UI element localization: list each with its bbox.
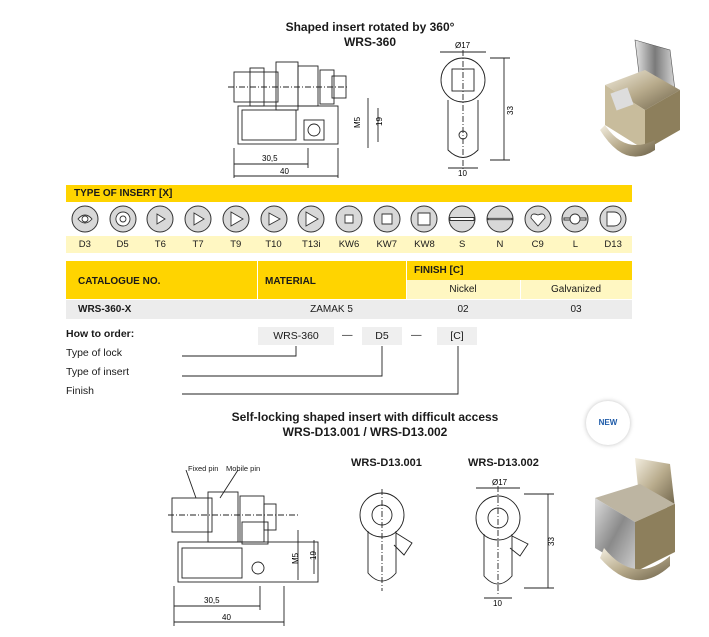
- bottom-side-view-drawing: 30,5 40 M5 19: [168, 470, 319, 626]
- fixed-pin-label: Fixed pin: [188, 464, 219, 473]
- front-view-001-drawing: [359, 489, 413, 591]
- material-col-header: MATERIAL: [265, 276, 316, 287]
- d5-profile-icon: [104, 204, 142, 234]
- t9-profile-icon: [217, 204, 255, 234]
- order-line-finish: Finish: [66, 385, 95, 397]
- bottom-product-photo: [595, 458, 675, 581]
- label-wrs-d13-001: WRS-D13.001: [351, 457, 422, 469]
- bottom-title-text: Self-locking shaped insert with difficul…: [231, 410, 499, 424]
- insert-code-c9: C9: [531, 239, 544, 250]
- top-dim-30-5: 30,5: [262, 154, 278, 163]
- bottom-title: Self-locking shaped insert with difficul…: [200, 410, 530, 440]
- catalogue-col-header: CATALOGUE NO.: [78, 276, 161, 287]
- how-to-order-title: How to order:: [66, 328, 135, 340]
- bottom-dim-19: 19: [309, 551, 318, 560]
- top-dim-33: 33: [506, 106, 515, 115]
- top-dim-17: Ø17: [455, 41, 471, 50]
- finish-nickel-label: Nickel: [449, 284, 477, 295]
- kw8-profile-icon: [406, 204, 444, 234]
- new-badge: NEW: [586, 401, 630, 445]
- order-code-finish: [C]: [437, 327, 477, 345]
- l-profile-icon: [557, 204, 595, 234]
- divider: [406, 261, 407, 319]
- insert-code-kw7: KW7: [376, 239, 398, 250]
- front-view-002-drawing: Ø17 33 10: [475, 478, 556, 606]
- kw6-profile-icon: [330, 204, 368, 234]
- insert-code-kw6: KW6: [338, 239, 360, 250]
- insert-type-header: TYPE OF INSERT [X]: [66, 185, 632, 202]
- insert-code-s: S: [459, 239, 466, 250]
- top-dim-40: 40: [280, 167, 289, 176]
- material-value: ZAMAK 5: [310, 304, 353, 315]
- top-model-text: WRS-360: [343, 35, 396, 49]
- bottom-models-text: WRS-D13.001 / WRS-D13.002: [282, 425, 448, 439]
- s-profile-icon: [443, 204, 481, 234]
- order-code-insert: D5: [362, 327, 402, 345]
- insert-code-d3: D3: [78, 239, 91, 250]
- insert-code-t6: T6: [154, 239, 166, 250]
- top-front-view-drawing: Ø17 33 10: [440, 41, 515, 178]
- d13-profile-icon: [594, 204, 632, 234]
- insert-code-kw8: KW8: [414, 239, 435, 250]
- d3-profile-icon: [66, 204, 104, 234]
- bottom-dim-m5: M5: [291, 552, 300, 564]
- mobile-pin-label: Mobile pin: [226, 464, 261, 473]
- insert-code-t7: T7: [192, 239, 204, 250]
- top-dim-10: 10: [458, 169, 467, 178]
- order-connector-lines: [182, 346, 459, 395]
- top-side-view-drawing: 30,5 40 M5 19: [228, 61, 384, 178]
- bottom-dim-33: 33: [547, 537, 556, 546]
- order-dash: —: [342, 329, 353, 341]
- kw7-profile-icon: [368, 204, 406, 234]
- divider: [257, 261, 258, 319]
- nickel-code-value: 02: [457, 304, 469, 315]
- galvanized-code-value: 03: [570, 304, 582, 315]
- catalogue-number-value: WRS-360-X: [78, 304, 132, 315]
- divider: [520, 280, 521, 319]
- finish-galvanized-label: Galvanized: [550, 284, 602, 295]
- bottom-dim-30-5: 30,5: [204, 596, 220, 605]
- insert-icon-row: [66, 202, 632, 236]
- t7-profile-icon: [179, 204, 217, 234]
- t10-profile-icon: [255, 204, 293, 234]
- top-dim-m5: M5: [353, 116, 362, 128]
- label-wrs-d13-002: WRS-D13.002: [468, 457, 539, 469]
- insert-code-row: D3 D5 T6 T7 T9 T10 T13i KW6 KW7 KW8 S N C9 L D13: [66, 236, 632, 253]
- c9-profile-icon: [519, 204, 557, 234]
- bottom-dim-10: 10: [493, 599, 502, 606]
- insert-code-d5: D5: [116, 239, 129, 250]
- t6-profile-icon: [141, 204, 179, 234]
- t13i-profile-icon: [292, 204, 330, 234]
- insert-code-l: L: [572, 239, 579, 250]
- n-profile-icon: [481, 204, 519, 234]
- order-line-lock: Type of lock: [66, 347, 123, 359]
- bottom-dim-40: 40: [222, 613, 231, 622]
- order-code-lock: WRS-360: [258, 327, 334, 345]
- insert-code-n: N: [496, 239, 504, 250]
- finish-col-header: FINISH [C]: [414, 265, 464, 276]
- top-title: Shaped insert rotated by 360° WRS-360: [250, 20, 490, 50]
- top-product-photo: [600, 39, 680, 157]
- finish-subheader: [406, 280, 632, 299]
- order-dash: —: [411, 329, 422, 341]
- order-line-insert: Type of insert: [66, 366, 130, 378]
- insert-code-d13: D13: [604, 239, 622, 250]
- top-title-text: Shaped insert rotated by 360°: [285, 20, 455, 34]
- top-dim-19: 19: [375, 117, 384, 126]
- catalogue-data-row: [66, 300, 632, 319]
- insert-code-t10: T10: [265, 239, 282, 250]
- bottom-dim-17: Ø17: [492, 478, 508, 487]
- insert-code-t13i: T13i: [302, 239, 321, 250]
- insert-type-table: TYPE OF INSERT [X] D3 D5 T6 T7 T9 T10 T13i KW6 K…: [66, 185, 632, 253]
- insert-code-t9: T9: [230, 239, 242, 250]
